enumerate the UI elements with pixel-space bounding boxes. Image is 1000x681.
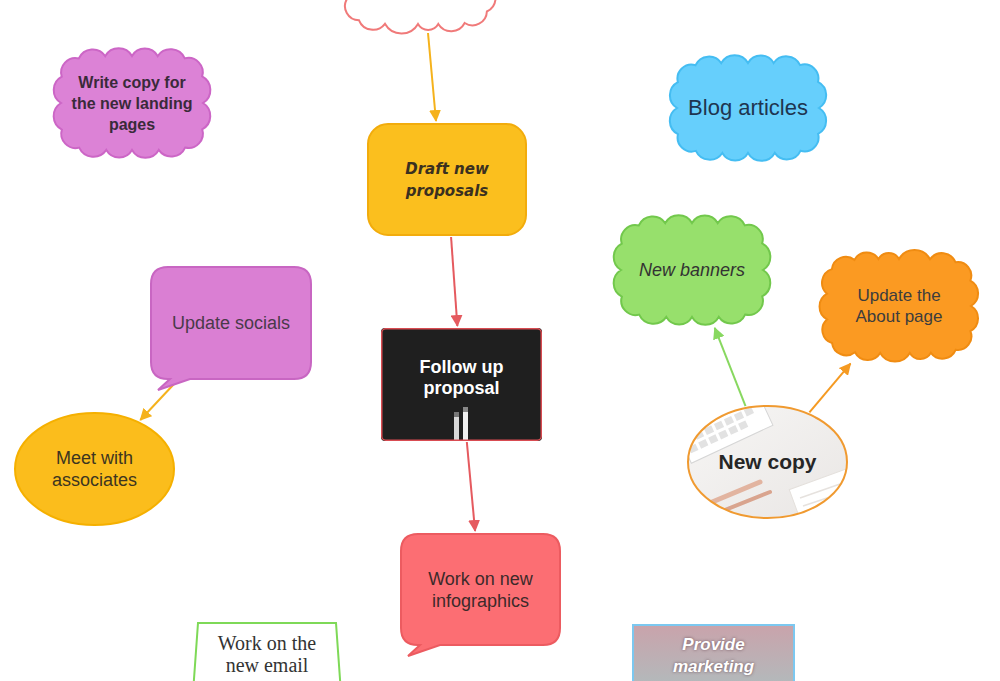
cloud-node: New banners — [612, 214, 772, 326]
ellipse-node: Meet with associates — [14, 412, 175, 526]
node-label: Work on new infographics — [414, 568, 547, 612]
image-box: Provide marketing — [632, 624, 795, 681]
ellipse-node-outline — [14, 412, 175, 526]
node-label: Update socials — [164, 312, 298, 334]
cloud-node: Write copy for the new landing pages — [52, 47, 212, 159]
node-label: New copy — [707, 450, 828, 474]
speech-bubble: Update socials — [150, 266, 312, 380]
process-box: Work on the new email — [190, 622, 344, 681]
process-box-outline — [367, 123, 527, 236]
desk-photo — [674, 389, 861, 532]
node-label: Provide marketing — [642, 634, 785, 678]
node-label: Draft new proposals — [385, 158, 509, 202]
speech-bubble-outline — [400, 533, 561, 646]
node-label: Meet with associates — [42, 447, 147, 491]
node-label: Write copy for the new landing pages — [68, 72, 196, 135]
chalkboard-background — [381, 328, 542, 441]
process-box: Draft new proposals — [367, 123, 527, 236]
cloud-node-outline — [818, 250, 980, 362]
image-box: Follow up proposal — [381, 328, 542, 441]
image-ellipse: New copy — [687, 405, 848, 519]
leader-arrow — [428, 33, 436, 121]
node-label: Blog articles — [680, 94, 816, 122]
connector-arrow — [451, 237, 457, 326]
connector-arrow — [467, 442, 475, 531]
connector-arrow — [140, 381, 177, 420]
cloud-node: Update the About page — [818, 250, 980, 362]
cloud-node: Blog articles — [668, 54, 828, 162]
cloud-shape — [340, 0, 496, 34]
node-label: Follow up proposal — [395, 357, 528, 399]
pens-illustration — [454, 407, 468, 440]
node-label: Update the About page — [842, 285, 956, 327]
connector-arrow — [809, 364, 850, 413]
speech-bubble: Work on new infographics — [400, 533, 561, 646]
connector-arrow — [715, 328, 746, 406]
node-label: Work on the new email — [205, 632, 329, 676]
node-label: New banners — [626, 259, 758, 281]
